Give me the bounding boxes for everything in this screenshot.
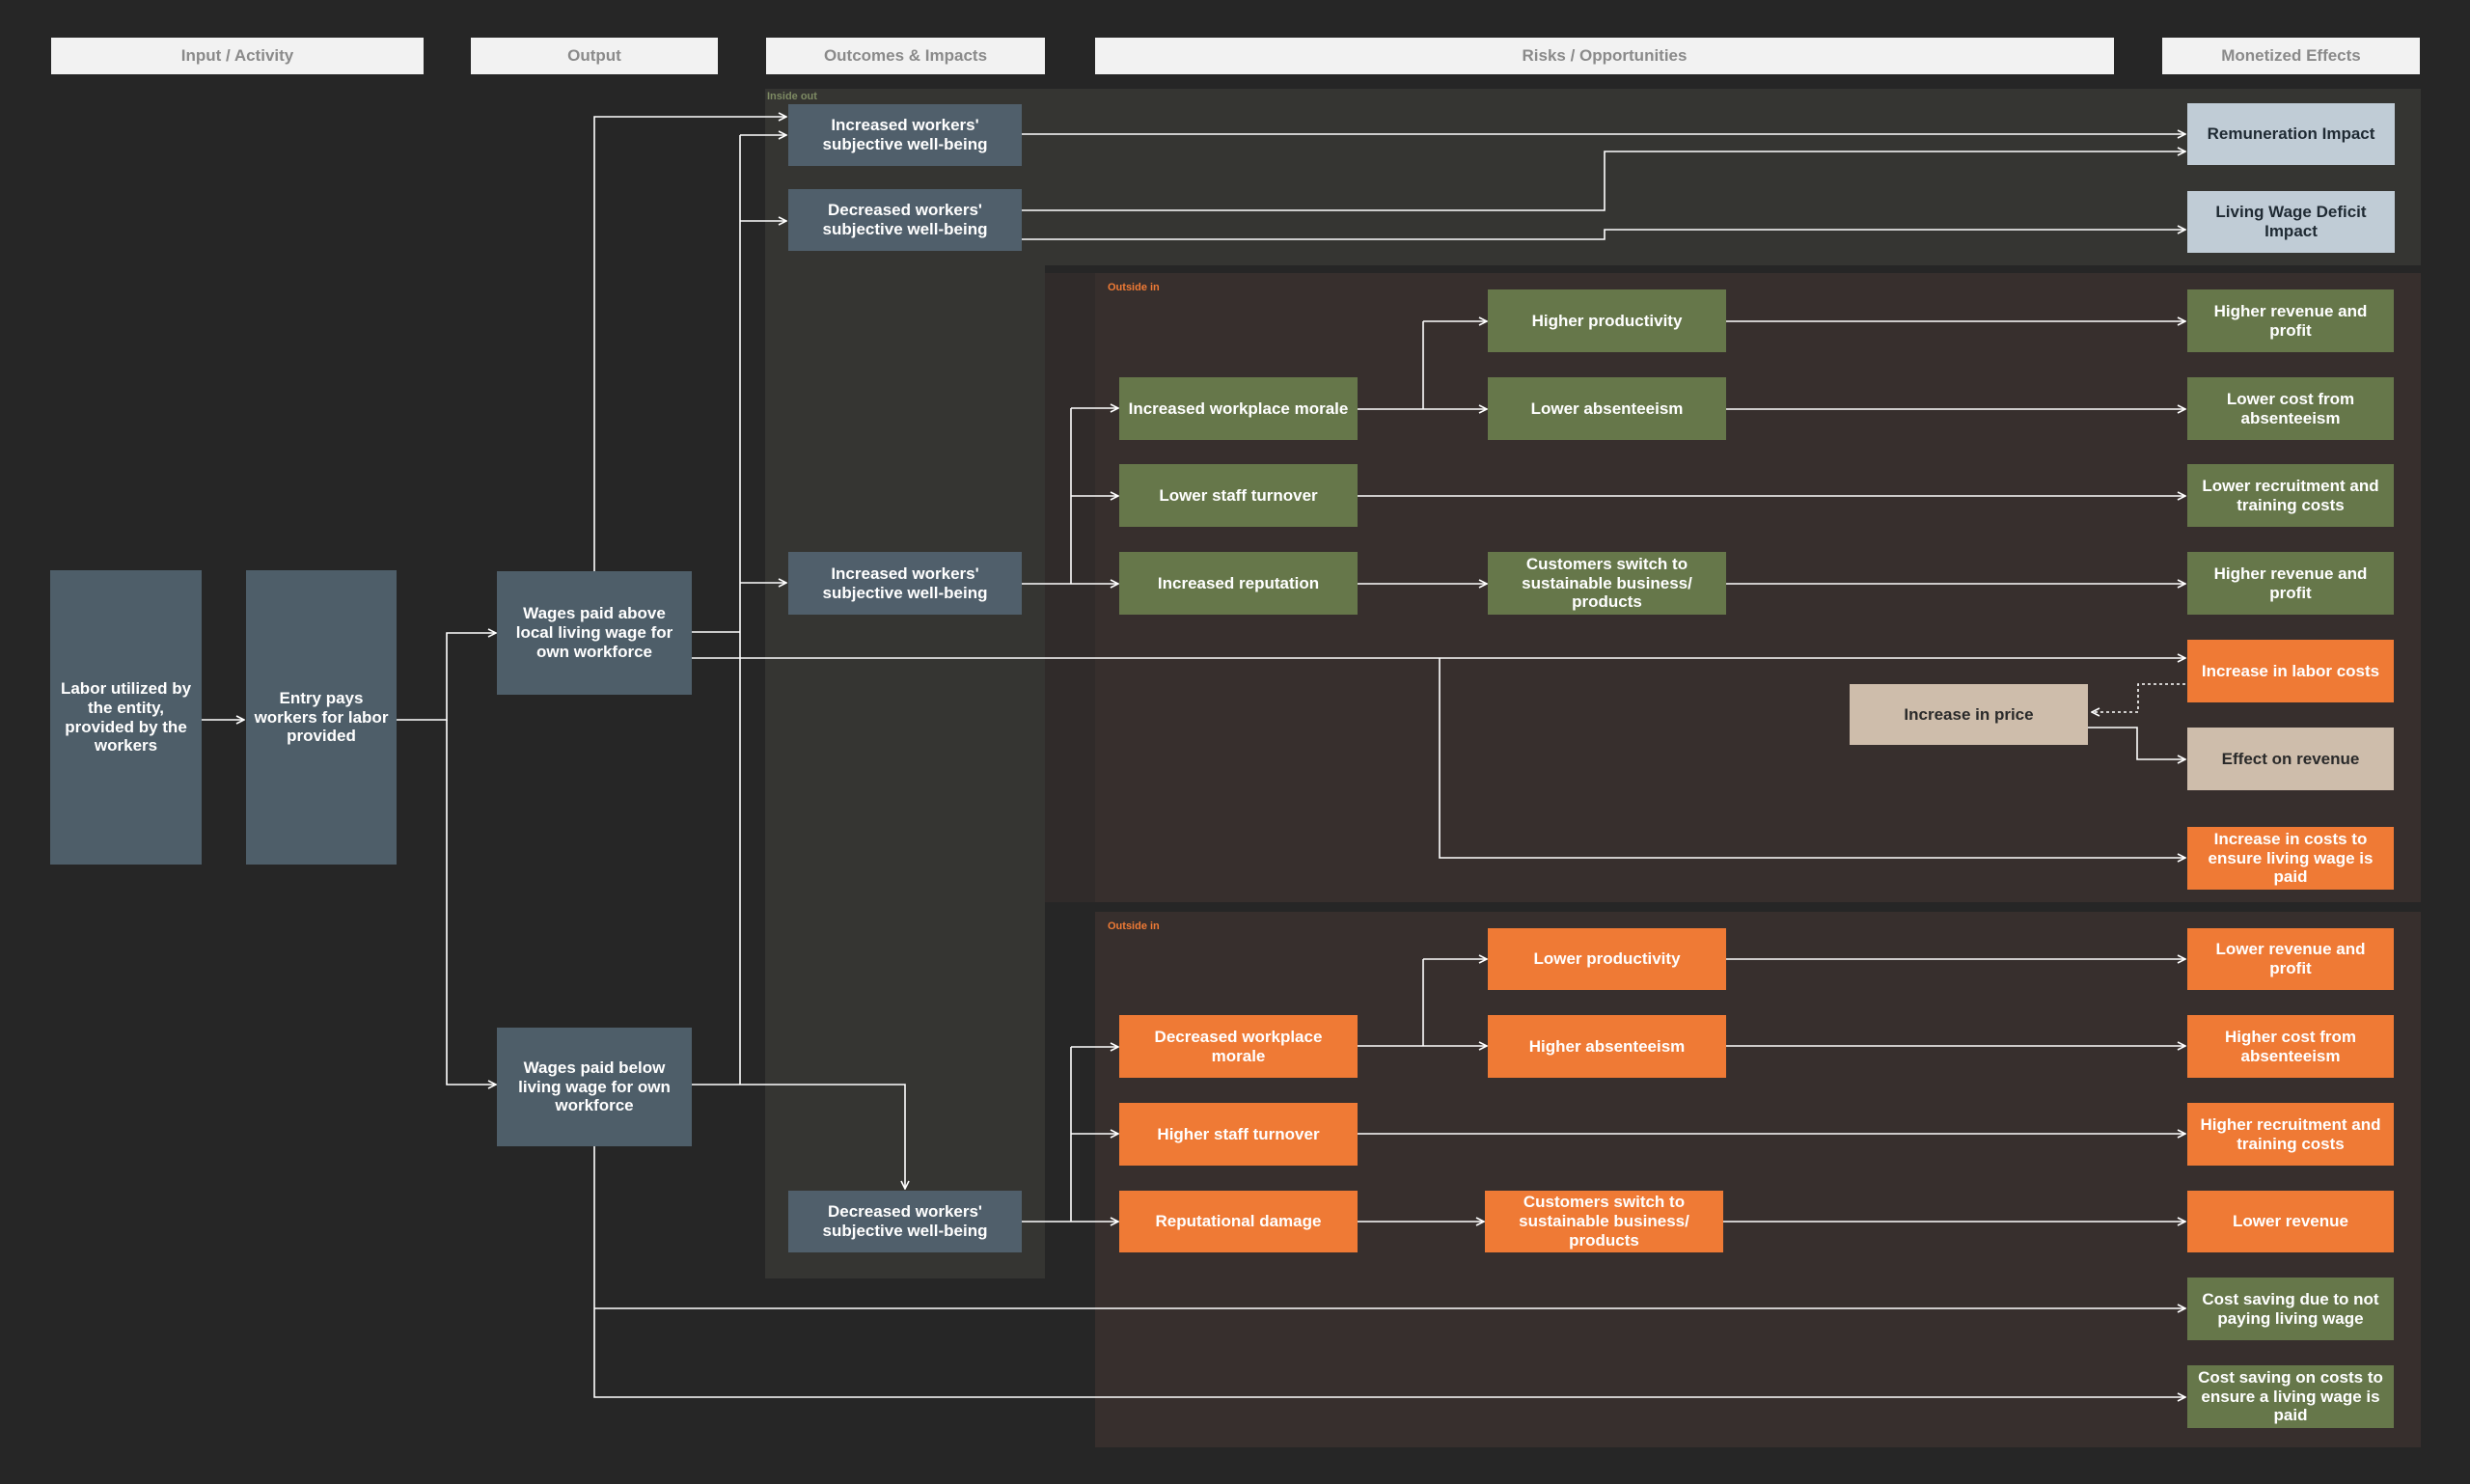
lower-cost-absenteeism-label: Lower cost from absenteeism [2226, 389, 2355, 427]
remuneration-impact-node: Remuneration Impact [2187, 103, 2395, 165]
higher-cost-absenteeism-label: Higher cost from absenteeism [2224, 1027, 2357, 1065]
higher-recruitment-node: Higher recruitment and training costs [2187, 1103, 2394, 1166]
dec-wellbeing-label-2: Decreased workers' subjective well-being [822, 1202, 988, 1240]
effect-on-revenue-node: Effect on revenue [2187, 728, 2394, 790]
labor-utilized-node: Labor utilized by the entity, provided b… [50, 570, 202, 865]
wages-below-node: Wages paid below living wage for own wor… [497, 1028, 692, 1146]
remuneration-impact-label: Remuneration Impact [2207, 124, 2375, 144]
living-wage-deficit-label: Living Wage Deficit Impact [2215, 203, 2367, 240]
inc-wellbeing-node-2: Increased workers' subjective well-being [788, 552, 1022, 615]
higher-productivity-label: Higher productivity [1531, 311, 1683, 330]
higher-recruitment-label: Higher recruitment and training costs [2200, 1114, 2381, 1153]
lower-recruitment-node: Lower recruitment and training costs [2187, 464, 2394, 527]
header-risks-opportunities: Risks / Opportunities [1095, 38, 2114, 74]
lower-recruitment-label: Lower recruitment and training costs [2202, 476, 2379, 514]
living-wage-deficit-node: Living Wage Deficit Impact [2187, 191, 2395, 253]
customers-switch-node-1: Customers switch to sustainable business… [1488, 552, 1726, 615]
lower-turnover-node: Lower staff turnover [1119, 464, 1358, 527]
lower-revenue-profit-node: Lower revenue and profit [2187, 928, 2394, 990]
customers-switch-label-1: Customers switch to sustainable business… [1522, 554, 1692, 612]
reputational-damage-node: Reputational damage [1119, 1191, 1358, 1252]
increase-costs-living-wage-node: Increase in costs to ensure living wage … [2187, 827, 2394, 890]
higher-turnover-node: Higher staff turnover [1119, 1103, 1358, 1166]
lower-revenue-label: Lower revenue [2233, 1212, 2348, 1231]
outside-in-bottom-region [1095, 912, 2421, 1447]
inc-morale-node: Increased workplace morale [1119, 377, 1358, 440]
inc-wellbeing-label-1: Increased workers' subjective well-being [822, 116, 988, 153]
inside-out-label: Inside out [767, 91, 817, 102]
dec-wellbeing-node-1: Decreased workers' subjective well-being [788, 189, 1022, 251]
lower-productivity-label: Lower productivity [1533, 949, 1681, 969]
cost-saving-label-1: Cost saving due to not paying living wag… [2202, 1289, 2379, 1328]
header-outcomes-impacts: Outcomes & Impacts [766, 38, 1045, 74]
dec-morale-label: Decreased workplace morale [1154, 1027, 1323, 1065]
increase-costs-living-wage-label: Increase in costs to ensure living wage … [2208, 829, 2374, 887]
higher-cost-absenteeism-node: Higher cost from absenteeism [2187, 1015, 2394, 1078]
lower-turnover-label: Lower staff turnover [1159, 485, 1318, 505]
entity-pays-label: Entry pays workers for labor provided [254, 688, 389, 746]
higher-turnover-label: Higher staff turnover [1157, 1124, 1320, 1143]
inc-wellbeing-node-1: Increased workers' subjective well-being [788, 104, 1022, 166]
higher-revenue-label-2: Higher revenue and profit [2213, 563, 2368, 602]
header-input-activity: Input / Activity [51, 38, 424, 74]
increase-price-node: Increase in price [1850, 684, 2088, 745]
dec-wellbeing-label-1: Decreased workers' subjective well-being [822, 201, 988, 238]
inc-reputation-node: Increased reputation [1119, 552, 1358, 615]
lower-absenteeism-node: Lower absenteeism [1488, 377, 1726, 440]
outside-in-top-label: Outside in [1108, 282, 1160, 293]
lower-revenue-node: Lower revenue [2187, 1191, 2394, 1252]
higher-revenue-node-1: Higher revenue and profit [2187, 289, 2394, 352]
wages-above-node: Wages paid above local living wage for o… [497, 571, 692, 695]
inside-out-region [765, 89, 2421, 265]
header-monetized-effects: Monetized Effects [2162, 38, 2420, 74]
wages-above-label: Wages paid above local living wage for o… [515, 604, 673, 661]
effect-on-revenue-label: Effect on revenue [2221, 749, 2360, 768]
lower-productivity-node: Lower productivity [1488, 928, 1726, 990]
dec-morale-node: Decreased workplace morale [1119, 1015, 1358, 1078]
higher-revenue-node-2: Higher revenue and profit [2187, 552, 2394, 615]
cost-saving-node-2: Cost saving on costs to ensure a living … [2187, 1365, 2394, 1428]
higher-absenteeism-node: Higher absenteeism [1488, 1015, 1726, 1078]
inc-wellbeing-label-2: Increased workers' subjective well-being [822, 563, 988, 602]
entity-pays-node: Entry pays workers for labor provided [246, 570, 397, 865]
inc-reputation-label: Increased reputation [1157, 573, 1320, 592]
cost-saving-node-1: Cost saving due to not paying living wag… [2187, 1278, 2394, 1340]
outside-in-bottom-label: Outside in [1108, 921, 1160, 932]
increase-price-label: Increase in price [1904, 704, 2034, 724]
cost-saving-label-2: Cost saving on costs to ensure a living … [2198, 1367, 2383, 1425]
lower-absenteeism-label: Lower absenteeism [1530, 398, 1684, 418]
higher-productivity-node: Higher productivity [1488, 289, 1726, 352]
lower-cost-absenteeism-node: Lower cost from absenteeism [2187, 377, 2394, 440]
labor-utilized-label: Labor utilized by the entity, provided b… [60, 678, 192, 756]
customers-switch-label-2: Customers switch to sustainable business… [1519, 1193, 1689, 1250]
increase-labor-costs-node: Increase in labor costs [2187, 640, 2394, 702]
higher-revenue-label-1: Higher revenue and profit [2213, 301, 2368, 340]
lower-revenue-profit-label: Lower revenue and profit [2215, 940, 2366, 977]
customers-switch-node-2: Customers switch to sustainable business… [1485, 1191, 1723, 1252]
higher-absenteeism-label: Higher absenteeism [1528, 1036, 1686, 1056]
reputational-damage-label: Reputational damage [1155, 1212, 1322, 1231]
dec-wellbeing-node-2: Decreased workers' subjective well-being [788, 1191, 1022, 1252]
inc-morale-label: Increased workplace morale [1128, 398, 1349, 418]
header-output: Output [471, 38, 718, 74]
increase-labor-costs-label: Increase in labor costs [2201, 661, 2380, 680]
wages-below-label: Wages paid below living wage for own wor… [518, 1058, 671, 1115]
